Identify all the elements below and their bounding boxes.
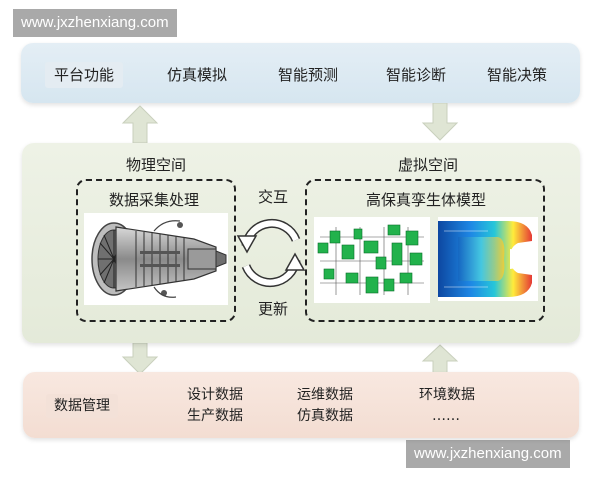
physical-box-title: 数据采集处理 bbox=[109, 191, 200, 209]
data-item-environment: 环境数据 bbox=[419, 387, 475, 403]
platform-item-decision: 智能决策 bbox=[487, 66, 548, 84]
update-label: 更新 bbox=[258, 300, 289, 318]
flow-arrow-up-right bbox=[421, 344, 459, 375]
data-item-design: 设计数据 bbox=[187, 387, 243, 403]
exchange-cycle-arrows bbox=[236, 218, 306, 288]
platform-label: 平台功能 bbox=[45, 62, 124, 88]
flow-arrow-down-left bbox=[121, 343, 159, 375]
virtual-box bbox=[305, 179, 545, 322]
watermark-bottom: www.jxzhenxiang.com bbox=[406, 440, 570, 468]
flow-heatmap bbox=[438, 217, 538, 301]
engine-illustration bbox=[84, 213, 228, 305]
flow-arrow-down-right bbox=[421, 103, 459, 141]
interaction-label: 交互 bbox=[258, 188, 289, 206]
platform-item-prediction: 智能预测 bbox=[278, 66, 339, 84]
data-item-simulation: 仿真数据 bbox=[297, 408, 353, 424]
platform-item-diagnosis: 智能诊断 bbox=[386, 66, 447, 84]
data-item-production: 生产数据 bbox=[187, 408, 243, 424]
platform-item-simulation: 仿真模拟 bbox=[167, 66, 228, 84]
virtual-box-title: 高保真孪生体模型 bbox=[366, 191, 487, 209]
watermark-top: www.jxzhenxiang.com bbox=[13, 9, 177, 37]
data-item-more: …… bbox=[432, 408, 460, 424]
physical-space-title: 物理空间 bbox=[126, 156, 187, 174]
physical-box bbox=[76, 179, 236, 322]
data-management-label: 数据管理 bbox=[46, 394, 118, 418]
virtual-space-title: 虚拟空间 bbox=[398, 156, 459, 174]
data-item-operation: 运维数据 bbox=[297, 387, 353, 403]
simulation-block-model bbox=[314, 217, 430, 303]
flow-arrow-up-left bbox=[121, 105, 159, 143]
